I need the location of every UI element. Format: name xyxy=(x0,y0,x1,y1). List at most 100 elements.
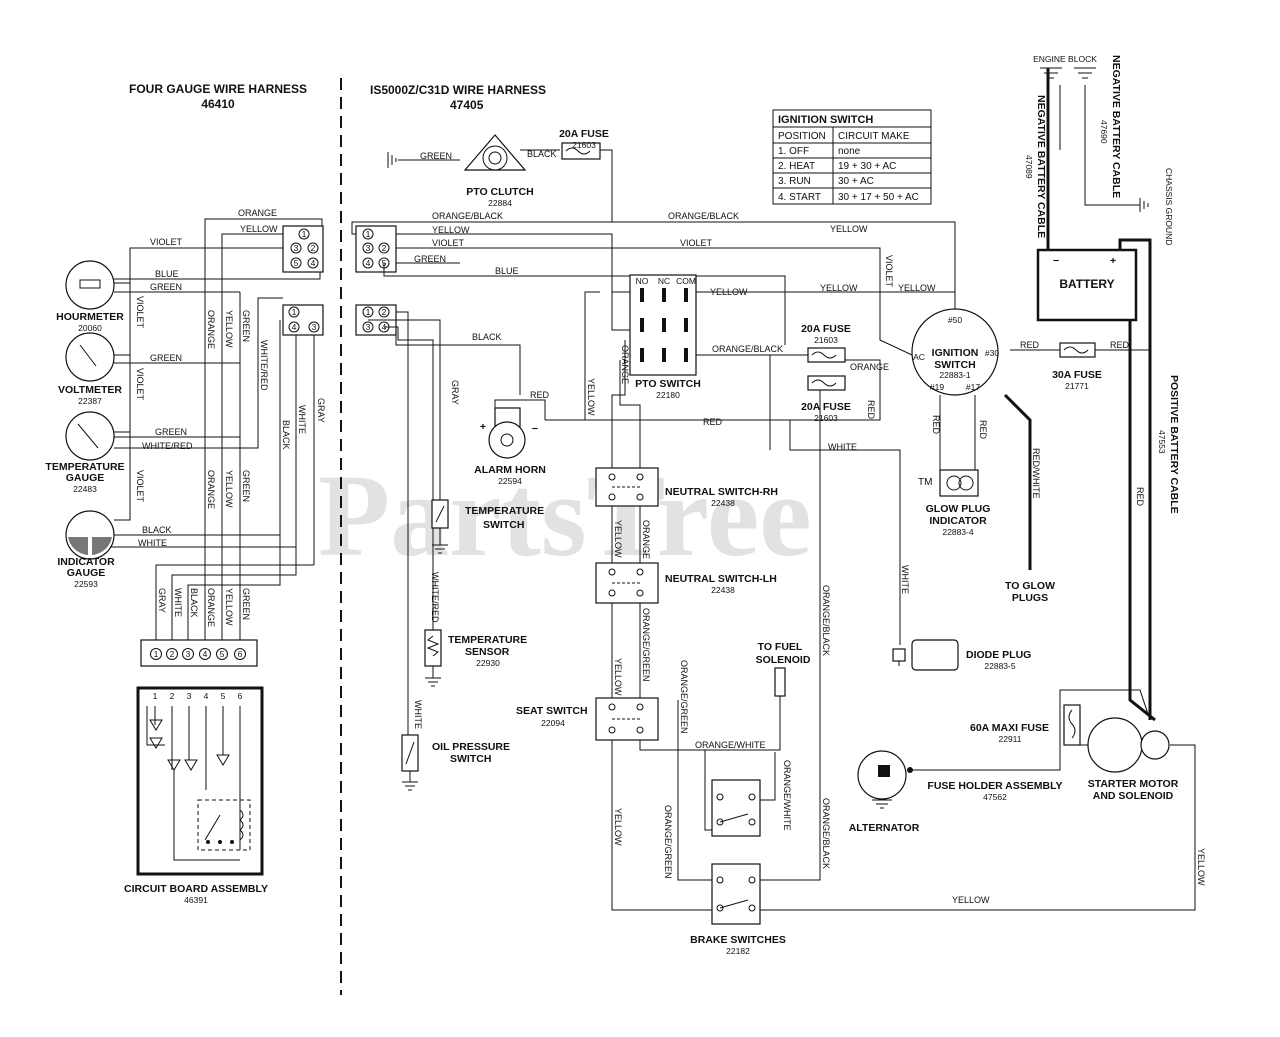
svg-text:1: 1 xyxy=(154,649,159,659)
svg-text:4: 4 xyxy=(311,258,316,268)
svg-text:YELLOW: YELLOW xyxy=(240,224,278,234)
connector-3pin-left: 1 4 3 xyxy=(282,304,324,336)
diode-plug: DIODE PLUG 22883-5 xyxy=(892,639,1031,671)
seat-switch: SEAT SWITCH 22094 xyxy=(516,697,659,741)
temperature-switch: TEMPERATURE SWITCH xyxy=(431,499,544,554)
svg-text:INDICATOR: INDICATOR xyxy=(929,515,987,527)
svg-text:AND SOLENOID: AND SOLENOID xyxy=(1093,790,1174,802)
to-glow-plugs: TO GLOW PLUGS xyxy=(1005,580,1055,604)
connector-6pin: 1 2 3 4 5 6 xyxy=(140,639,258,667)
svg-text:FOUR GAUGE WIRE HARNESS: FOUR GAUGE WIRE HARNESS xyxy=(129,82,307,96)
svg-text:6: 6 xyxy=(238,691,243,701)
svg-text:ORANGE: ORANGE xyxy=(238,208,277,218)
fuse-20a-a: 20A FUSE 21603 xyxy=(801,323,851,363)
glow-plug-indicator: GLOW PLUG INDICATOR 22883-4 xyxy=(926,469,990,537)
fuel-solenoid: TO FUEL SOLENOID xyxy=(756,641,811,712)
svg-text:2: 2 xyxy=(170,691,175,701)
svg-text:TEMPERATURE: TEMPERATURE xyxy=(448,634,527,646)
svg-text:5: 5 xyxy=(220,649,225,659)
svg-text:ORANGE/BLACK: ORANGE/BLACK xyxy=(712,344,783,354)
svg-text:ORANGE/BLACK: ORANGE/BLACK xyxy=(668,211,739,221)
svg-text:22438: 22438 xyxy=(711,585,735,595)
svg-text:47089: 47089 xyxy=(1024,155,1034,179)
svg-text:1: 1 xyxy=(366,229,371,239)
svg-text:22883-5: 22883-5 xyxy=(984,661,1015,671)
svg-text:ORANGE: ORANGE xyxy=(641,520,651,559)
svg-text:ORANGE: ORANGE xyxy=(206,470,216,509)
svg-text:6: 6 xyxy=(238,649,243,659)
svg-text:4: 4 xyxy=(366,258,371,268)
svg-text:SWITCH: SWITCH xyxy=(483,519,524,531)
battery: − + BATTERY xyxy=(1036,248,1138,322)
svg-text:SWITCH: SWITCH xyxy=(934,359,975,371)
svg-text:GREEN: GREEN xyxy=(155,427,187,437)
svg-text:4: 4 xyxy=(292,322,297,332)
svg-text:RED: RED xyxy=(931,415,941,435)
svg-text:RED: RED xyxy=(530,390,550,400)
svg-text:GREEN: GREEN xyxy=(150,353,182,363)
svg-text:RED: RED xyxy=(1020,340,1040,350)
svg-text:YELLOW: YELLOW xyxy=(224,470,234,508)
svg-text:OIL PRESSURE: OIL PRESSURE xyxy=(432,741,510,753)
svg-text:WHITE: WHITE xyxy=(828,442,857,452)
svg-text:21603: 21603 xyxy=(814,413,838,423)
svg-text:SEAT SWITCH: SEAT SWITCH xyxy=(516,705,588,717)
watermark: PartsTree xyxy=(318,450,812,581)
battery-cables xyxy=(1003,68,1156,722)
svg-text:GREEN: GREEN xyxy=(241,310,251,342)
pto-clutch: PTO CLUTCH 22884 xyxy=(387,134,534,208)
svg-text:YELLOW: YELLOW xyxy=(820,283,858,293)
svg-text:4: 4 xyxy=(204,691,209,701)
svg-text:YELLOW: YELLOW xyxy=(586,378,596,416)
svg-text:POSITIVE BATTERY CABLE: POSITIVE BATTERY CABLE xyxy=(1168,375,1180,514)
svg-text:22182: 22182 xyxy=(726,946,750,956)
svg-text:NEGATIVE BATTERY CABLE: NEGATIVE BATTERY CABLE xyxy=(1035,95,1047,238)
svg-text:47562: 47562 xyxy=(983,792,1007,802)
svg-text:GREEN: GREEN xyxy=(150,282,182,292)
svg-text:47690: 47690 xyxy=(1099,120,1109,144)
svg-text:22593: 22593 xyxy=(74,579,98,589)
svg-text:RED: RED xyxy=(1135,487,1145,507)
svg-text:GAUGE: GAUGE xyxy=(67,567,106,579)
svg-text:ORANGE/BLACK: ORANGE/BLACK xyxy=(821,798,831,869)
svg-text:47553: 47553 xyxy=(1157,430,1167,454)
alarm-horn: + − ALARM HORN 22594 xyxy=(474,407,546,486)
svg-text:GREEN: GREEN xyxy=(414,254,446,264)
main-harness-header: IS5000Z/C31D WIRE HARNESS 47405 xyxy=(370,83,546,112)
engine-block-ground: ENGINE BLOCK xyxy=(1033,54,1097,79)
svg-text:RED/WHITE: RED/WHITE xyxy=(1031,448,1041,499)
svg-text:NEGATIVE BATTERY CABLE: NEGATIVE BATTERY CABLE xyxy=(1110,55,1122,198)
svg-text:ALTERNATOR: ALTERNATOR xyxy=(849,822,920,834)
svg-text:2: 2 xyxy=(311,243,316,253)
svg-text:WHITE: WHITE xyxy=(297,405,307,434)
svg-text:+: + xyxy=(480,421,486,433)
svg-text:20A FUSE: 20A FUSE xyxy=(801,323,851,335)
svg-text:46410: 46410 xyxy=(201,97,235,111)
svg-text:21603: 21603 xyxy=(572,140,596,150)
left-wire-labels: ORANGE YELLOW VIOLET BLUE GREEN GREEN GR… xyxy=(135,208,326,627)
svg-text:YELLOW: YELLOW xyxy=(224,588,234,626)
svg-text:ORANGE/BLACK: ORANGE/BLACK xyxy=(432,211,503,221)
left-harness-wires xyxy=(110,218,323,640)
svg-text:IGNITION: IGNITION xyxy=(932,347,979,359)
svg-text:30A FUSE: 30A FUSE xyxy=(1052,369,1102,381)
svg-text:BLACK: BLACK xyxy=(527,149,557,159)
svg-text:SWITCH: SWITCH xyxy=(450,753,491,765)
svg-text:WHITE: WHITE xyxy=(900,565,910,594)
neutral-switch-lh: NEUTRAL SWITCH-LH 22438 xyxy=(595,562,777,604)
svg-text:ORANGE: ORANGE xyxy=(850,362,889,372)
negative-battery-cable-1: NEGATIVE BATTERY CABLE 47089 xyxy=(1024,95,1047,238)
svg-text:47405: 47405 xyxy=(450,98,484,112)
svg-text:YELLOW: YELLOW xyxy=(1196,848,1206,886)
svg-text:GREEN: GREEN xyxy=(241,588,251,620)
svg-text:22180: 22180 xyxy=(656,390,680,400)
svg-text:3: 3 xyxy=(294,243,299,253)
svg-text:IGNITION SWITCH: IGNITION SWITCH xyxy=(778,114,873,126)
svg-text:RED: RED xyxy=(866,400,876,420)
svg-text:GRAY: GRAY xyxy=(450,380,460,405)
svg-text:VIOLET: VIOLET xyxy=(432,238,465,248)
neutral-switch-rh: NEUTRAL SWITCH-RH 22438 xyxy=(595,467,778,508)
oil-pressure-switch: OIL PRESSURE SWITCH xyxy=(401,734,510,791)
svg-text:ORANGE: ORANGE xyxy=(620,345,630,384)
svg-text:3. RUN: 3. RUN xyxy=(778,176,811,187)
